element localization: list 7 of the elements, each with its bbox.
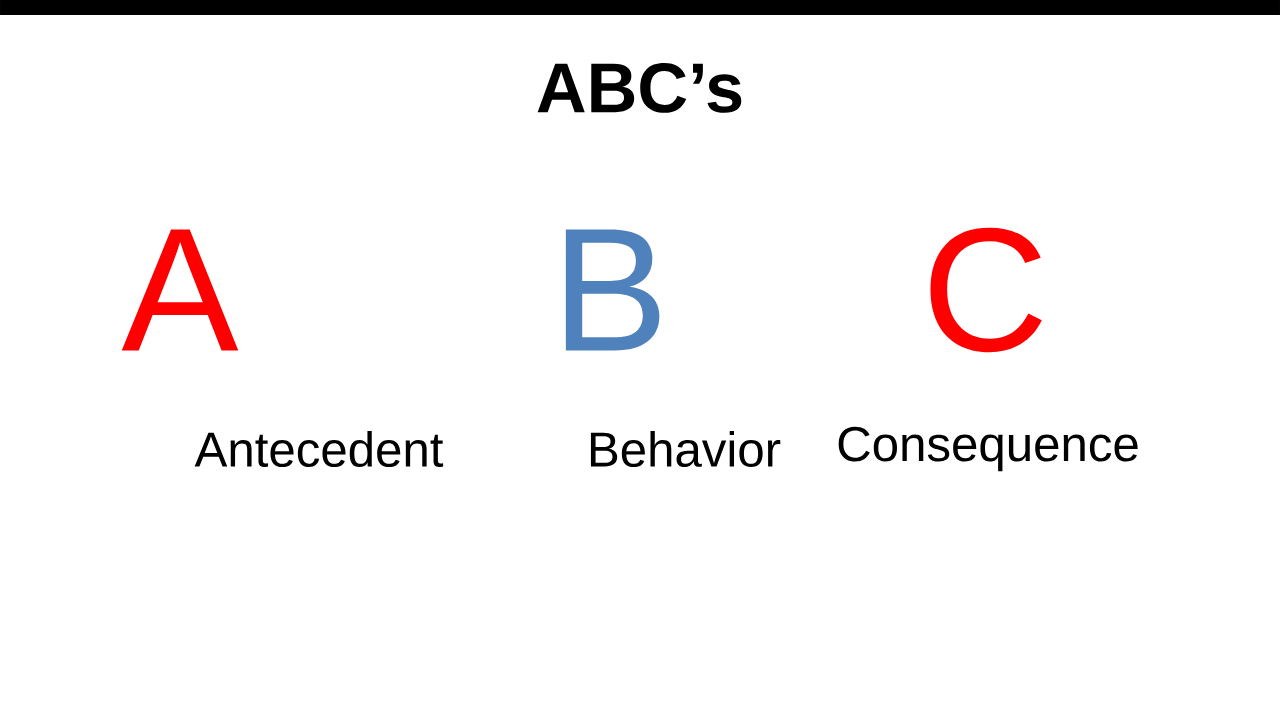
term-label: Consequence <box>838 426 1138 472</box>
big-letter: A <box>121 229 239 351</box>
big-letter: B <box>565 229 660 351</box>
term-label: Behavior <box>590 430 781 468</box>
title: ABC’s <box>537 63 742 113</box>
big-letter: C <box>930 227 1042 353</box>
term-label: Antecedent <box>194 430 444 468</box>
